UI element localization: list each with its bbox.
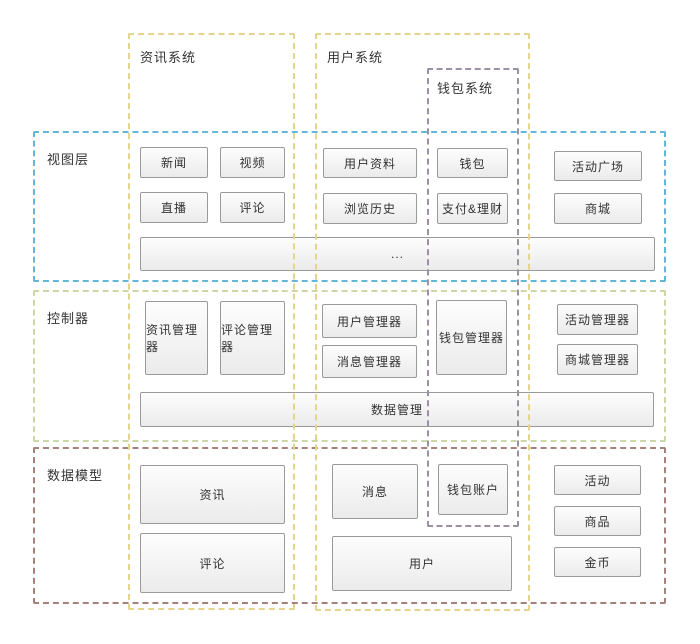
box-video: 视频 — [220, 147, 285, 178]
layer-view: 视图层 — [33, 131, 666, 282]
system-column-wallet-label: 钱包系统 — [437, 81, 494, 96]
box-wallet-manager: 钱包管理器 — [436, 300, 507, 375]
box-pay-finance: 支付&理财 — [437, 193, 508, 224]
box-user-profile: 用户资料 — [323, 148, 417, 178]
box-comment-model: 评论 — [140, 533, 285, 593]
box-news: 新闻 — [140, 147, 208, 178]
box-mall: 商城 — [554, 193, 642, 224]
box-message-model: 消息 — [332, 464, 418, 519]
box-news-model: 资讯 — [140, 465, 285, 524]
box-live: 直播 — [140, 192, 208, 223]
layer-model: 数据模型 — [33, 447, 666, 604]
box-activity-manager: 活动管理器 — [557, 304, 638, 335]
box-comment-manager: 评论管理器 — [220, 301, 285, 375]
system-column-news-label: 资讯系统 — [140, 50, 197, 65]
layer-model-label: 数据模型 — [47, 468, 104, 483]
box-activity-model: 活动 — [554, 465, 641, 495]
layer-controller: 控制器 — [33, 290, 666, 442]
box-data-manager: 数据管理 — [140, 392, 654, 427]
layer-view-label: 视图层 — [47, 152, 90, 167]
box-ellipsis: ... — [140, 237, 655, 271]
box-coin-model: 金币 — [554, 547, 641, 577]
layer-controller-label: 控制器 — [47, 311, 90, 326]
box-comment: 评论 — [220, 192, 285, 223]
box-activity-square: 活动广场 — [554, 151, 642, 181]
box-wallet: 钱包 — [437, 148, 508, 178]
box-mall-manager: 商城管理器 — [557, 344, 638, 375]
box-news-manager: 资讯管理器 — [145, 301, 208, 375]
box-goods-model: 商品 — [554, 506, 641, 536]
box-user-manager: 用户管理器 — [322, 304, 417, 338]
box-wallet-account: 钱包账户 — [438, 464, 508, 515]
system-column-user-label: 用户系统 — [327, 50, 384, 65]
box-user-model: 用户 — [332, 536, 512, 591]
box-browse-history: 浏览历史 — [323, 193, 417, 224]
box-message-manager: 消息管理器 — [322, 345, 417, 378]
